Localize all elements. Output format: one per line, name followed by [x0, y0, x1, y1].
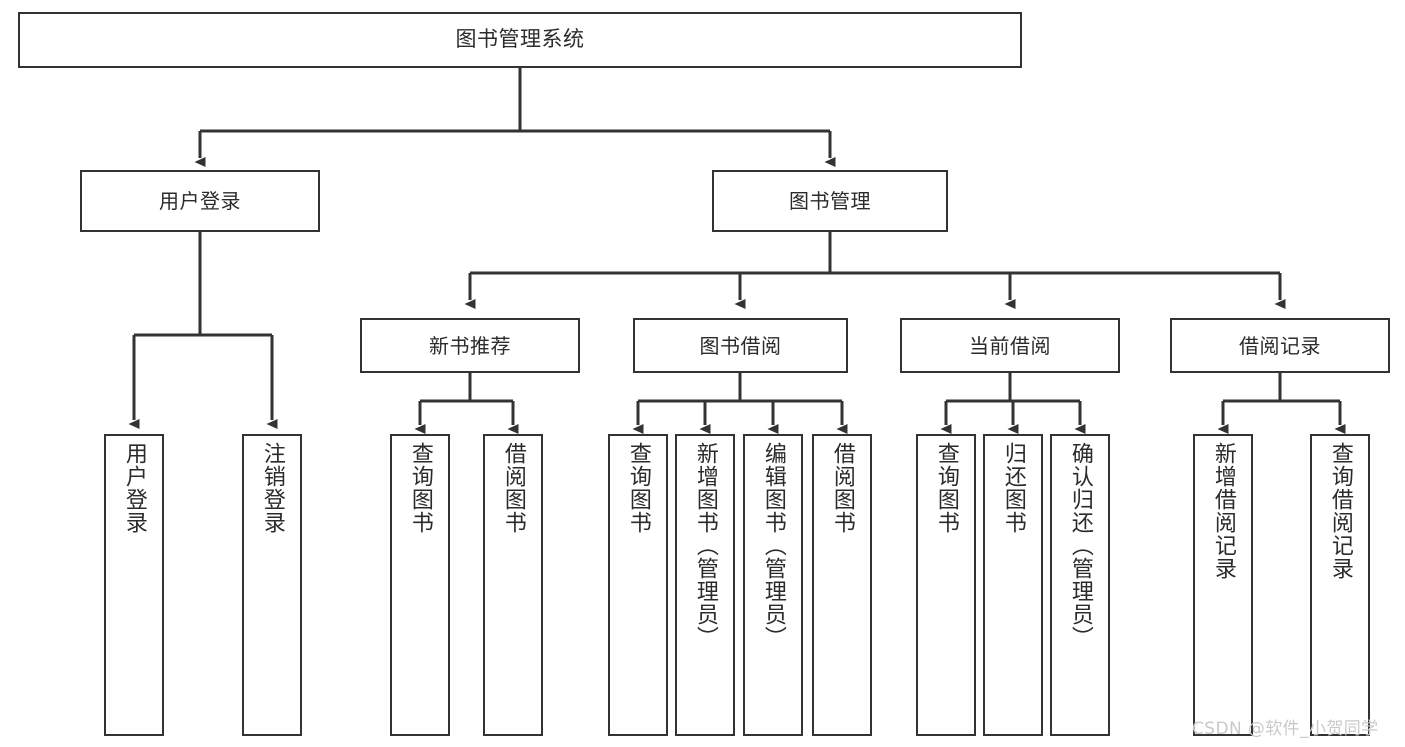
- node-borrow-record[interactable]: 借阅记录: [1170, 318, 1390, 373]
- leaf-book-borrow-4-label: 借阅图书: [829, 442, 855, 534]
- leaf-new-book-2-label: 借阅图书: [500, 442, 526, 534]
- leaf-borrow-record-2-label: 查询借阅记录: [1327, 442, 1353, 580]
- leaf-user-login-1-label: 用户登录: [121, 442, 147, 534]
- node-book-borrow[interactable]: 图书借阅: [633, 318, 848, 373]
- node-root[interactable]: 图书管理系统: [18, 12, 1022, 68]
- leaf-borrow-record-1-label: 新增借阅记录: [1210, 442, 1236, 580]
- leaf-current-borrow-1[interactable]: 查询图书: [916, 434, 976, 736]
- node-user-login[interactable]: 用户登录: [80, 170, 320, 232]
- leaf-current-borrow-2[interactable]: 归还图书: [983, 434, 1043, 736]
- leaf-new-book-2[interactable]: 借阅图书: [483, 434, 543, 736]
- leaf-book-borrow-1[interactable]: 查询图书: [608, 434, 668, 736]
- node-book-manage[interactable]: 图书管理: [712, 170, 948, 232]
- leaf-current-borrow-3-label: 确认归还（管理员）: [1067, 442, 1093, 649]
- node-new-book-recommend-label: 新书推荐: [429, 333, 511, 358]
- leaf-current-borrow-3[interactable]: 确认归还（管理员）: [1050, 434, 1110, 736]
- node-book-manage-label: 图书管理: [789, 189, 871, 213]
- node-user-login-label: 用户登录: [159, 189, 241, 213]
- node-book-borrow-label: 图书借阅: [699, 333, 782, 358]
- leaf-current-borrow-1-label: 查询图书: [933, 442, 959, 534]
- leaf-book-borrow-1-label: 查询图书: [625, 442, 651, 534]
- node-root-label: 图书管理系统: [455, 27, 585, 52]
- node-borrow-record-label: 借阅记录: [1239, 333, 1321, 358]
- leaf-user-login-1[interactable]: 用户登录: [104, 434, 164, 736]
- leaf-new-book-1-label: 查询图书: [407, 442, 433, 534]
- node-current-borrow-label: 当前借阅: [969, 333, 1051, 358]
- leaf-book-borrow-4[interactable]: 借阅图书: [812, 434, 872, 736]
- leaf-current-borrow-2-label: 归还图书: [1000, 442, 1026, 534]
- leaf-book-borrow-2-label: 新增图书（管理员）: [692, 442, 718, 649]
- leaf-book-borrow-3[interactable]: 编辑图书（管理员）: [743, 434, 803, 736]
- leaf-book-borrow-2[interactable]: 新增图书（管理员）: [675, 434, 735, 736]
- node-new-book-recommend[interactable]: 新书推荐: [360, 318, 580, 373]
- leaf-book-borrow-3-label: 编辑图书（管理员）: [760, 442, 786, 649]
- leaf-borrow-record-1[interactable]: 新增借阅记录: [1193, 434, 1253, 736]
- node-current-borrow[interactable]: 当前借阅: [900, 318, 1120, 373]
- leaf-user-login-2-label: 注销登录: [259, 442, 285, 534]
- leaf-new-book-1[interactable]: 查询图书: [390, 434, 450, 736]
- leaf-borrow-record-2[interactable]: 查询借阅记录: [1310, 434, 1370, 736]
- leaf-user-login-2[interactable]: 注销登录: [242, 434, 302, 736]
